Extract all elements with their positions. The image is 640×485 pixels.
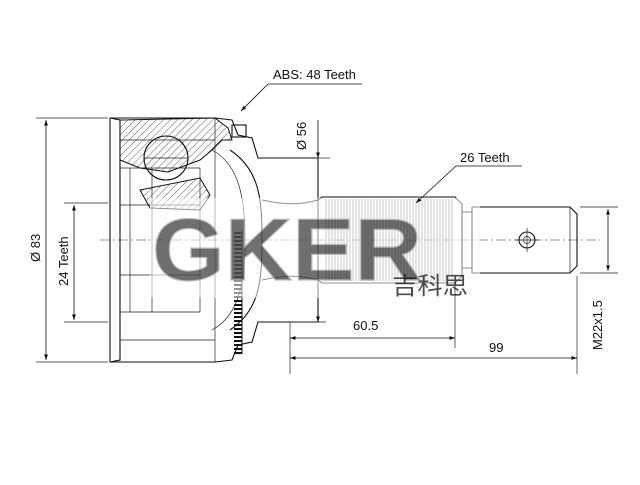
dim-99: 99 xyxy=(289,276,578,374)
label-24-teeth: 24 Teeth xyxy=(56,236,71,286)
label-abs: ABS: 48 Teeth xyxy=(273,67,356,82)
dim-60-5: 60.5 xyxy=(290,285,456,348)
abs-sensor-block xyxy=(231,124,247,138)
label-dia56: Ø 56 xyxy=(294,122,309,150)
dim-24-teeth: 24 Teeth xyxy=(56,202,108,323)
leader-abs: ABS: 48 Teeth xyxy=(240,67,362,112)
watermark-cjk: 吉科思 xyxy=(392,273,468,300)
watermark-latin: GKER xyxy=(152,200,422,299)
dim-dia56: Ø 56 xyxy=(290,120,330,323)
dim-dia83: Ø 83 xyxy=(28,117,108,363)
label-dia83: Ø 83 xyxy=(28,234,43,262)
label-99: 99 xyxy=(489,340,503,355)
dim-thread: M22x1.5 xyxy=(580,206,618,350)
label-60-5: 60.5 xyxy=(353,318,378,333)
label-26-teeth: 26 Teeth xyxy=(460,150,510,165)
label-thread: M22x1.5 xyxy=(590,300,605,350)
leader-26-teeth: 26 Teeth xyxy=(415,150,522,204)
watermark: GKER 吉科思 xyxy=(150,198,480,300)
